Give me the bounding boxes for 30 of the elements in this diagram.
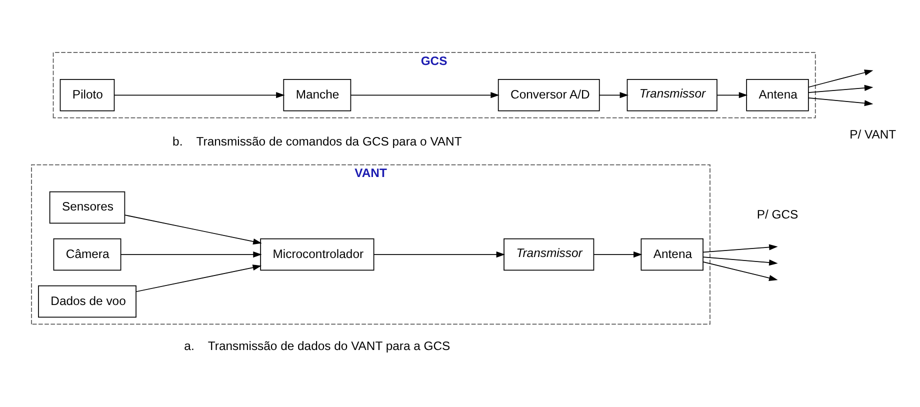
arrow <box>702 244 778 252</box>
arrow <box>599 92 628 98</box>
node-box: Sensores <box>49 190 126 224</box>
arrow <box>716 92 748 98</box>
arrow <box>702 260 778 280</box>
label: b. Transmissão de comandos da GCS para o VANT <box>172 134 462 148</box>
arrow <box>114 92 285 98</box>
label: a. Transmissão de dados do VANT para a GCS <box>184 338 450 353</box>
node-box: Piloto <box>60 78 115 111</box>
node-box: Transmissor <box>504 238 594 270</box>
arrow <box>124 214 262 244</box>
arrow <box>350 92 500 98</box>
label: P/ VANT <box>850 126 896 141</box>
node-box: Manche <box>283 78 352 111</box>
node-box: Câmera <box>53 238 122 270</box>
node-box: Dados de voo <box>38 284 136 318</box>
node-box: Transmissor <box>626 78 718 111</box>
node-box: Antena <box>746 78 809 111</box>
arrow <box>702 256 778 266</box>
node-box: Microcontrolador <box>260 238 374 270</box>
arrow <box>808 69 874 88</box>
arrow <box>594 250 642 258</box>
arrow <box>136 264 262 292</box>
arrow <box>120 250 262 258</box>
arrow <box>808 97 874 106</box>
arrow <box>374 250 506 258</box>
node-box: Antena <box>640 238 704 270</box>
node-box: Conversor A/D <box>498 78 600 111</box>
arrow <box>808 84 874 93</box>
label: P/ GCS <box>756 207 798 222</box>
